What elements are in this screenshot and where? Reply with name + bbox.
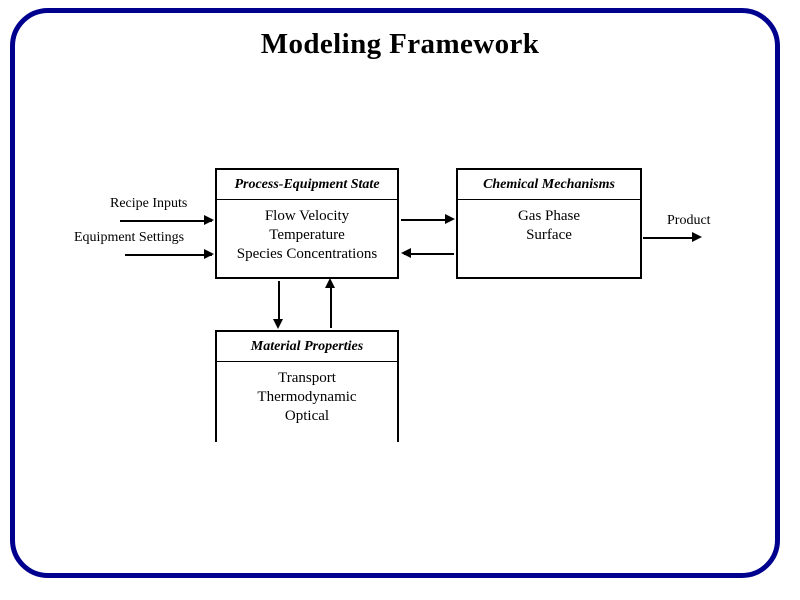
page-title: Modeling Framework	[260, 28, 540, 60]
arrow-right-icon	[204, 249, 214, 259]
node-body-line: Gas Phase	[517, 208, 581, 224]
arrow-right-icon	[445, 214, 455, 224]
edge-line-recipe-inputs	[120, 220, 212, 222]
node-body-line: Species Concentrations	[236, 246, 378, 262]
edge-label-equipment-settings: Equipment Settings	[74, 230, 185, 245]
node-body-process-equipment-state: Flow Velocity Temperature Species Concen…	[217, 200, 397, 264]
node-body-line: Surface	[526, 227, 572, 243]
node-body-line: Flow Velocity	[264, 208, 350, 224]
node-body-line: Optical	[284, 408, 330, 424]
node-process-equipment-state[interactable]: Process-Equipment State Flow Velocity Te…	[215, 168, 399, 279]
node-body-chemical-mechanisms: Gas Phase Surface	[458, 200, 640, 245]
edge-line-material-to-state	[330, 286, 332, 328]
slide-border-frame	[10, 8, 780, 578]
edge-line-chemistry-to-state	[404, 253, 454, 255]
node-material-properties[interactable]: Material Properties Transport Thermodyna…	[215, 330, 399, 442]
arrow-right-icon	[204, 215, 214, 225]
edge-line-state-to-material	[278, 281, 280, 323]
arrow-down-icon	[273, 319, 283, 329]
node-body-line: Transport	[278, 370, 336, 386]
node-header-process-equipment-state: Process-Equipment State	[217, 170, 397, 200]
arrow-left-icon	[401, 248, 411, 258]
node-header-chemical-mechanisms: Chemical Mechanisms	[458, 170, 640, 200]
edge-line-state-to-chemistry	[401, 219, 449, 221]
node-body-line: Temperature	[269, 227, 345, 243]
node-header-material-properties: Material Properties	[217, 332, 397, 362]
edge-line-equipment-settings	[125, 254, 212, 256]
arrow-up-icon	[325, 278, 335, 288]
arrow-right-icon	[692, 232, 702, 242]
node-body-material-properties: Transport Thermodynamic Optical	[217, 362, 397, 426]
edge-line-product	[643, 237, 697, 239]
node-body-line: Thermodynamic	[257, 389, 357, 405]
edge-label-product: Product	[667, 213, 711, 228]
node-chemical-mechanisms[interactable]: Chemical Mechanisms Gas Phase Surface	[456, 168, 642, 279]
edge-label-recipe-inputs: Recipe Inputs	[110, 196, 188, 211]
